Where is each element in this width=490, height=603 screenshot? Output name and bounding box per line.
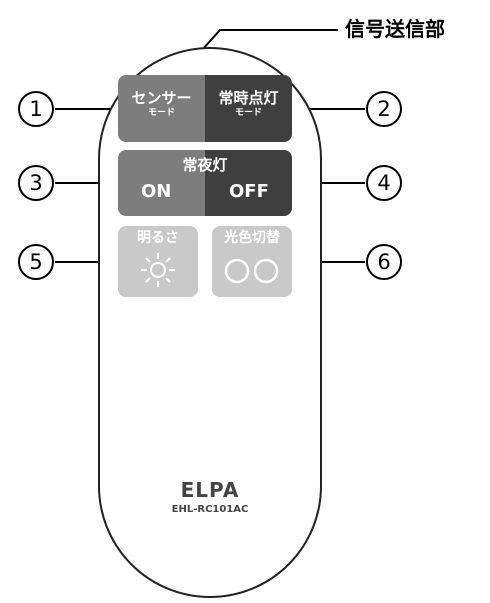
night-light-off-button[interactable] xyxy=(205,150,292,216)
sensor-mode-label: センサー xyxy=(131,89,192,107)
sensor-mode-sublabel: モード xyxy=(147,108,175,118)
night-light-on-label: ON xyxy=(141,181,172,202)
callout-number-4: 4 xyxy=(366,165,402,201)
color-switch-button[interactable]: 光色切替 xyxy=(212,226,292,297)
sensor-mode-button[interactable]: センサー モード xyxy=(118,75,205,142)
model-number: EHL-RC101AC xyxy=(171,504,249,515)
color-switch-label: 光色切替 xyxy=(224,230,280,246)
callout-number-5: 5 xyxy=(18,244,54,280)
brand-logo: ELPA xyxy=(180,478,240,502)
callout-number-6: 6 xyxy=(366,244,402,280)
callout-number-3: 3 xyxy=(18,165,54,201)
dual-circle-icon xyxy=(224,258,279,284)
sun-icon xyxy=(141,253,175,287)
signal-callout-line xyxy=(202,29,338,50)
night-light-on-button[interactable] xyxy=(118,150,205,216)
brightness-button[interactable]: 明るさ xyxy=(118,226,198,297)
night-light-group: 常夜灯 ON OFF xyxy=(118,150,292,216)
constant-light-mode-button[interactable]: 常時点灯 モード xyxy=(205,75,292,142)
constant-light-label: 常時点灯 xyxy=(218,89,279,107)
constant-light-sublabel: モード xyxy=(234,108,262,118)
callout-number-1: 1 xyxy=(18,91,54,127)
night-light-title: 常夜灯 xyxy=(182,156,228,174)
callout-number-2: 2 xyxy=(366,91,402,127)
signal-transmitter-label: 信号送信部 xyxy=(345,17,445,41)
brightness-label: 明るさ xyxy=(137,230,179,246)
night-light-off-label: OFF xyxy=(229,181,269,202)
